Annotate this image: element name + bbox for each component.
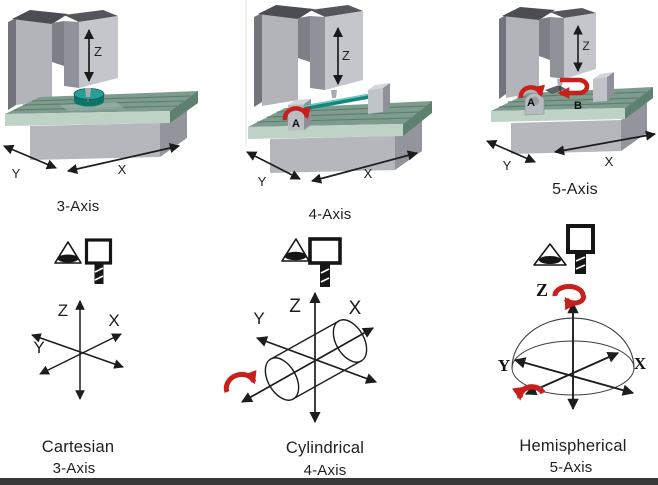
hemispherical-diagram: Z X Y bbox=[498, 224, 647, 411]
a-rotation-arrow: A bbox=[518, 84, 546, 109]
machine-5axis-caption: 5-Axis bbox=[552, 181, 598, 198]
x-axis-label: X bbox=[364, 166, 373, 181]
a-axis-label: A bbox=[292, 118, 300, 130]
hemispherical-subtitle: 5-Axis bbox=[549, 459, 593, 476]
x-axis-label: X bbox=[349, 298, 362, 319]
eye-icon bbox=[281, 238, 310, 262]
y-axis-arrow: Y bbox=[486, 140, 536, 173]
machine-spindle-head bbox=[310, 5, 363, 98]
z-axis-label: Z bbox=[536, 280, 548, 300]
machine-3axis-caption: 3-Axis bbox=[56, 198, 100, 215]
x-axis-label: X bbox=[634, 354, 647, 373]
hemispherical-title: Hemispherical bbox=[519, 437, 627, 455]
cartesian-title: Cartesian bbox=[41, 438, 115, 456]
machine-column bbox=[499, 7, 555, 99]
x-axis-label: X bbox=[605, 154, 614, 169]
workpiece-cylinder-bar bbox=[303, 93, 371, 111]
y-axis-label: Y bbox=[498, 356, 510, 375]
a-rotation-arrow: A bbox=[282, 106, 312, 130]
y-axis-label: Y bbox=[503, 158, 512, 173]
z-axis-label: Z bbox=[58, 301, 68, 320]
y-axis-label: Y bbox=[33, 338, 44, 357]
y-axis-label: Y bbox=[12, 166, 21, 181]
machine-4axis-illustration: A Z X Y bbox=[245, 0, 432, 189]
machine-3axis-illustration: Z X Y bbox=[3, 10, 198, 181]
x-axis-arrow: X bbox=[553, 130, 657, 169]
tilt-rotation-arrow bbox=[512, 384, 546, 401]
machine-table bbox=[248, 101, 432, 139]
workpiece-puck bbox=[60, 88, 124, 111]
z-axis-arrow: Z bbox=[83, 28, 102, 83]
a-axis-label: A bbox=[527, 97, 535, 109]
x-axis-arrow: X bbox=[311, 150, 418, 184]
cylindrical-subtitle: 4-Axis bbox=[303, 462, 347, 479]
machine-5axis-illustration: A B Z X Y bbox=[486, 7, 657, 173]
z-axis-label: Z bbox=[582, 39, 589, 53]
tool-icon bbox=[308, 237, 342, 287]
rotary-tailstock bbox=[368, 83, 390, 114]
spindle-tool bbox=[85, 88, 91, 102]
coordinate-axes: Z X Y bbox=[31, 300, 124, 400]
machine-column bbox=[254, 5, 314, 107]
b-rotation-arrow: B bbox=[557, 77, 590, 112]
x-axis-arrow: X bbox=[67, 143, 180, 177]
tool-icon bbox=[84, 238, 113, 284]
x-axis-label: X bbox=[118, 162, 127, 177]
y-axis-arrow: Y bbox=[3, 144, 57, 181]
cylindrical-diagram: Z X Y bbox=[223, 237, 378, 424]
cartesian-diagram: Z X Y bbox=[31, 238, 124, 400]
trunnion-left-fixture bbox=[524, 92, 545, 116]
cartesian-subtitle: 3-Axis bbox=[52, 460, 96, 477]
z-axis-label: Z bbox=[289, 296, 301, 317]
eye-icon bbox=[533, 243, 567, 266]
z-axis-arrow: Z bbox=[332, 26, 350, 86]
b-axis-label: B bbox=[574, 100, 582, 112]
y-axis-arrow: Y bbox=[246, 151, 301, 189]
machine-4axis-caption: 4-Axis bbox=[308, 206, 352, 223]
z-axis-label: Z bbox=[342, 48, 350, 63]
machine-spindle-head bbox=[64, 10, 118, 88]
bottom-border-bar bbox=[0, 478, 658, 485]
tool-icon bbox=[566, 224, 595, 274]
y-axis-label: Y bbox=[258, 174, 267, 189]
eye-icon bbox=[54, 241, 82, 264]
y-axis-label: Y bbox=[253, 309, 264, 328]
machine-column bbox=[8, 10, 68, 110]
z-axis-arrow: Z bbox=[573, 25, 590, 72]
z-axis-label: Z bbox=[94, 44, 102, 59]
trunnion-right-fixture bbox=[593, 72, 614, 102]
coordinate-axes: Z X Y bbox=[241, 291, 378, 424]
z-rotation-arrow bbox=[552, 283, 586, 311]
x-axis-label: X bbox=[108, 311, 119, 330]
cylindrical-title: Cylindrical bbox=[285, 439, 365, 457]
rotation-arrow bbox=[223, 369, 257, 393]
